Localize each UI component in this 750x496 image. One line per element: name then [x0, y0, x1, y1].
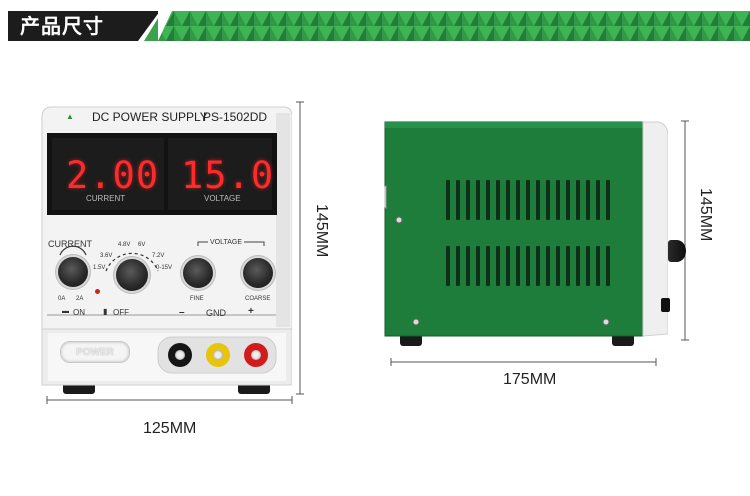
on-label: ON: [73, 308, 85, 317]
negative-terminal[interactable]: [168, 343, 192, 367]
current-knob-label: CURRENT: [48, 239, 92, 249]
plus-label: +: [248, 306, 254, 317]
vent-slot: [596, 180, 600, 220]
vent-slot: [476, 180, 480, 220]
vent-slot: [516, 180, 520, 220]
minus-label: –: [179, 307, 185, 318]
section-title-box: [8, 11, 138, 41]
brand-name: DC POWER SUPPLY: [92, 110, 208, 124]
current-knob[interactable]: [58, 257, 88, 287]
vent-slot: [446, 246, 450, 286]
vent-slot: [456, 246, 460, 286]
vent-slot: [466, 246, 470, 286]
vent-slot: [576, 246, 580, 286]
voltage-display-label: VOLTAGE: [204, 194, 241, 203]
front-height-dimension: 145MM: [313, 204, 330, 258]
side-view: [384, 120, 686, 350]
title-slash-decoration: [138, 11, 160, 41]
vent-slot: [546, 180, 550, 220]
vent-slot: [596, 246, 600, 286]
range-6v: 6V: [138, 242, 146, 248]
vent-slot: [586, 180, 590, 220]
vent-slot: [586, 246, 590, 286]
side-body: [384, 121, 668, 346]
range-1v5: 1.5V: [93, 265, 106, 271]
vent-slot: [526, 180, 530, 220]
section-title: 产品尺寸: [20, 14, 104, 38]
indicator-led: [95, 289, 100, 294]
vent-slot: [576, 180, 580, 220]
current-display-label: CURRENT: [86, 194, 126, 203]
side-knob[interactable]: [668, 240, 686, 262]
power-button-label: POWER: [76, 347, 114, 358]
off-label: OFF: [113, 308, 129, 317]
gnd-terminal[interactable]: [206, 343, 230, 367]
vent-slot: [526, 246, 530, 286]
model-number: PS-1502DD: [203, 110, 268, 124]
vent-slot: [606, 246, 610, 286]
vent-slot: [556, 180, 560, 220]
green-pattern-banner: [158, 11, 750, 41]
side-rear-socket: [661, 298, 670, 312]
range-4v8: 4.8V: [118, 242, 131, 248]
vent-slot: [486, 246, 490, 286]
vent-slot: [536, 180, 540, 220]
fine-knob[interactable]: [183, 258, 213, 288]
current-max-label: 2A: [76, 296, 84, 302]
vent-slot: [566, 246, 570, 286]
vent-slot: [506, 246, 510, 286]
vent-slot: [476, 246, 480, 286]
power-button[interactable]: POWER: [60, 341, 130, 363]
fine-label: FINE: [190, 296, 204, 302]
coarse-knob[interactable]: [243, 258, 273, 288]
vent-slot: [456, 180, 460, 220]
range-0-15v: 0-15V: [156, 265, 173, 271]
range-3v6: 3.6V: [100, 253, 113, 259]
off-icon: ▮: [103, 307, 108, 316]
vent-slot: [556, 246, 560, 286]
vent-slot: [606, 180, 610, 220]
voltage-readout: 15.0: [181, 154, 275, 197]
side-depth-dimension: 175MM: [503, 371, 557, 388]
front-view: ▲ DC POWER SUPPLY PS-1502DD 2.00 CURRENT…: [38, 103, 292, 395]
coarse-label: COARSE: [245, 296, 271, 302]
vent-slot: [446, 180, 450, 220]
vent-slot: [566, 180, 570, 220]
brand-logo: ▲: [66, 112, 74, 121]
vent-slot: [466, 180, 470, 220]
on-icon: ▬: [62, 308, 69, 315]
vent-slot: [496, 246, 500, 286]
voltage-section-label: VOLTAGE: [208, 239, 245, 246]
gnd-label: GND: [206, 308, 226, 318]
vent-slot: [486, 180, 490, 220]
side-height-dimension: 145MM: [697, 188, 714, 242]
positive-terminal[interactable]: [244, 343, 268, 367]
range-selector-knob[interactable]: [116, 259, 148, 291]
vent-slot: [546, 246, 550, 286]
vent-slot: [506, 180, 510, 220]
vent-slot: [536, 246, 540, 286]
current-readout: 2.00: [66, 154, 160, 197]
range-7v2: 7.2V: [152, 253, 165, 259]
current-min-label: 0A: [58, 296, 66, 302]
vent-slot: [496, 180, 500, 220]
front-width-dimension: 125MM: [143, 420, 197, 437]
vent-slot: [516, 246, 520, 286]
